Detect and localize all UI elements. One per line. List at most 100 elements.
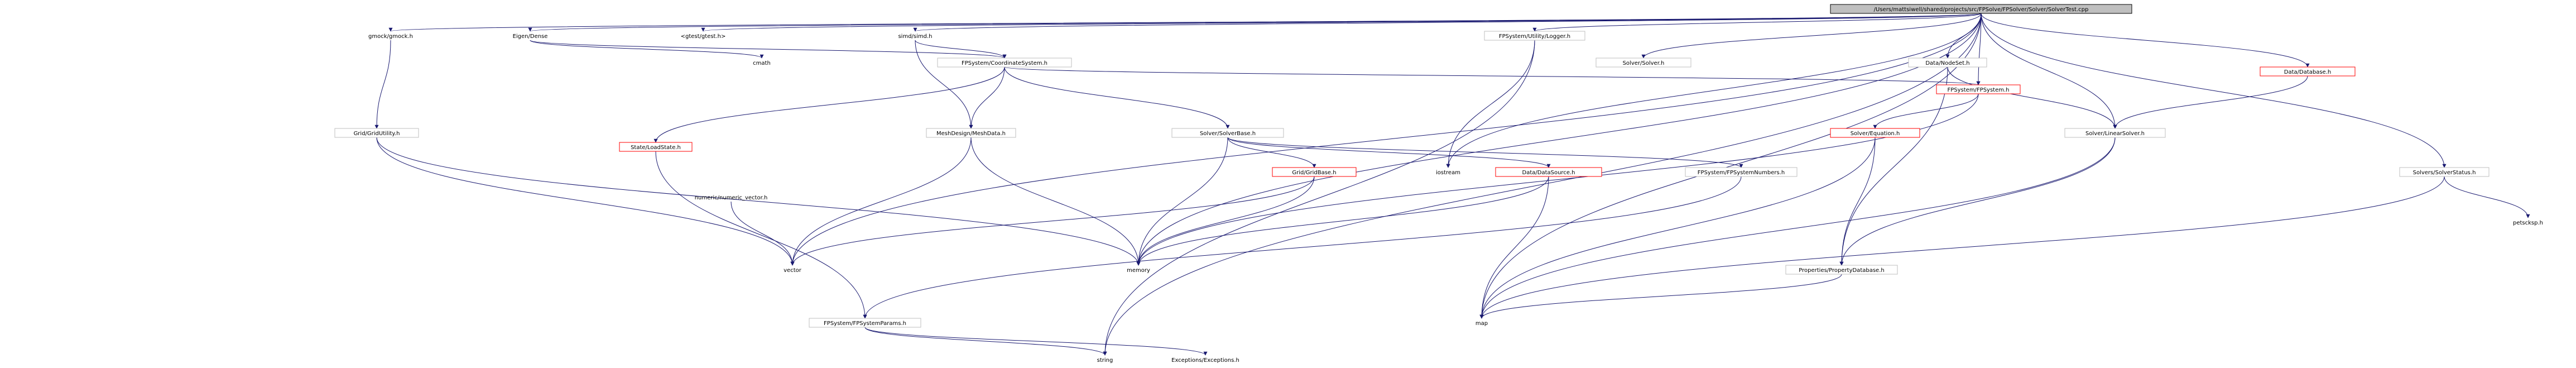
graph-node-label: Solver/SolverBase.h: [1200, 131, 1256, 137]
edge-fpsysparams-to-string_h: [864, 327, 1107, 356]
graph-node-box: [2399, 167, 2490, 177]
edge-root-to-gtest: [701, 13, 1982, 32]
edge-ecdb-to-math: [530, 40, 764, 59]
graph-node-box: [1936, 84, 2021, 94]
graph-node-fpsysparams[interactable]: FPSystem/FPSystemParams.h: [809, 318, 921, 328]
graph-node-logger[interactable]: FPSystem/Utility/Logger.h: [1484, 31, 1585, 41]
graph-node-label: FPSystem/FPSystem.h: [1947, 87, 2009, 93]
graph-node-fpsystemnums[interactable]: FPSystem/FPSystemNumbers.h: [1685, 167, 1798, 177]
edge-gridutil-to-memory: [376, 137, 1141, 266]
graph-node-ccsys[interactable]: FPSystem/CoordinateSystem.h: [937, 58, 1072, 68]
edge-root-to-map: [1479, 13, 1982, 319]
graph-node-label: numeric/numeric_vector.h: [695, 195, 768, 201]
graph-node-gridutil[interactable]: Grid/GridUtility.h: [334, 128, 419, 138]
graph-node-label: Solver/LinearSolver.h: [2085, 131, 2145, 137]
graph-node-simdpp[interactable]: simd/simd.h: [871, 31, 960, 40]
graph-edges: [374, 13, 2530, 356]
edge-meshdata-to-memory: [970, 137, 1141, 266]
edge-root-to-database: [1981, 13, 2310, 68]
graph-node-label: cmath: [753, 60, 771, 66]
graph-node-ecdb[interactable]: Eigen/Dense: [486, 31, 575, 40]
graph-node-label: FPSystem/Utility/Logger.h: [1499, 34, 1570, 40]
edge-gridbase-to-vector: [790, 176, 1315, 266]
edge-root-to-ecdb: [528, 13, 1982, 32]
edge-solvstat-to-petsc: [2444, 176, 2530, 218]
graph-node-box: [937, 58, 1072, 68]
edge-root-to-vector: [790, 13, 1982, 266]
graph-node-meshdata[interactable]: MeshDesign/MeshData.h: [926, 128, 1016, 138]
graph-node-label: string: [1097, 357, 1113, 364]
edge-ccsys-to-fpsys: [1004, 66, 1980, 85]
graph-node-box: [1495, 167, 1602, 177]
graph-node-label: /Users/mattsiwell/shared/projects/src/FP…: [1874, 7, 2089, 13]
graph-node-exceptions[interactable]: Exceptions/Exceptions.h: [1161, 355, 1250, 364]
graph-node-numvec[interactable]: numeric/numeric_vector.h: [686, 193, 776, 202]
edge-solverbase-to-datasource: [1227, 137, 1551, 168]
edge-logger-to-string_h: [1103, 40, 1535, 356]
graph-node-box: [1595, 58, 1691, 68]
edge-ecdb-to-ccsys: [530, 40, 1007, 59]
graph-node-math[interactable]: cmath: [737, 58, 787, 67]
graph-node-box: [1908, 58, 1987, 68]
graph-node-loadstate[interactable]: State/LoadState.h: [619, 142, 693, 152]
graph-node-property[interactable]: Properties/PropertyDatabase.h: [1785, 265, 1898, 275]
graph-node-eqsolver[interactable]: Solver/Equation.h: [1830, 128, 1920, 138]
graph-node-box: [1785, 265, 1898, 275]
graph-node-memory[interactable]: memory: [1122, 265, 1155, 274]
graph-node-nodeset[interactable]: Data/NodeSet.h: [1908, 58, 1987, 68]
edge-fpsysparams-to-exceptions: [864, 327, 1208, 356]
graph-node-solver_h[interactable]: Solver/Solver.h: [1595, 58, 1691, 68]
edge-ccsys-to-solverbase: [1004, 66, 1230, 129]
graph-node-gtest[interactable]: <gtest/gtest.h>: [670, 31, 737, 40]
graph-node-label: Grid/GridBase.h: [1292, 170, 1336, 176]
edge-solverbase-to-memory: [1136, 137, 1228, 266]
graph-node-label: Properties/PropertyDatabase.h: [1799, 267, 1884, 274]
edge-fpsys-to-memory: [1136, 93, 1979, 266]
graph-node-gmock[interactable]: gmock/gmock.h: [357, 31, 424, 40]
graph-node-solvstat[interactable]: Solvers/SolverStatus.h: [2399, 167, 2490, 177]
graph-node-solverbase[interactable]: Solver/SolverBase.h: [1171, 128, 1284, 138]
graph-node-linsolve[interactable]: Solver/LinearSolver.h: [2064, 128, 2166, 138]
graph-node-box: [1685, 167, 1798, 177]
graph-node-petsc[interactable]: petscksp.h: [2500, 218, 2556, 227]
graph-node-fpsys[interactable]: FPSystem/FPSystem.h: [1936, 84, 2021, 94]
graph-node-label: vector: [784, 267, 802, 274]
edge-solverbase-to-fpsystemnums: [1227, 137, 1743, 168]
graph-node-box: [1272, 167, 1357, 177]
graph-nodes: /Users/mattsiwell/shared/projects/src/FP…: [334, 4, 2556, 364]
graph-node-box: [809, 318, 921, 328]
graph-node-label: simd/simd.h: [898, 34, 932, 40]
graph-node-box: [619, 142, 693, 152]
graph-node-box: [1830, 128, 1920, 138]
graph-node-database[interactable]: Data/Database.h: [2260, 66, 2356, 77]
graph-node-label: <gtest/gtest.h>: [681, 34, 726, 40]
graph-node-datasource[interactable]: Data/DataSource.h: [1495, 167, 1602, 177]
graph-node-root[interactable]: /Users/mattsiwell/shared/projects/src/FP…: [1830, 4, 2132, 14]
graph-node-box: [2260, 66, 2356, 77]
edge-simdpp-to-ccsys: [915, 40, 1007, 59]
edge-gmock-to-gridutil: [374, 40, 391, 129]
graph-node-map[interactable]: map: [1468, 318, 1496, 327]
graph-node-string_h[interactable]: string: [1088, 355, 1122, 364]
edge-loadstate-to-fpsysparams: [655, 151, 867, 319]
graph-node-label: Data/Database.h: [2284, 69, 2331, 75]
edge-datasource-to-map: [1479, 176, 1549, 319]
graph-node-label: FPSystem/FPSystemParams.h: [824, 321, 906, 327]
edge-nodeset-to-linsolve: [1947, 66, 2117, 129]
edge-simdpp-to-meshdata: [915, 40, 973, 129]
edge-ccsys-to-loadstate: [653, 66, 1005, 143]
graph-node-label: Eigen/Dense: [513, 34, 548, 40]
edge-root-to-fpsys: [1976, 13, 1982, 85]
edge-eqsolver-to-property: [1839, 137, 1876, 266]
graph-node-gridbase[interactable]: Grid/GridBase.h: [1272, 167, 1357, 177]
graph-node-label: Data/NodeSet.h: [1925, 60, 1969, 66]
graph-node-label: Solver/Solver.h: [1623, 60, 1665, 66]
edge-nodeset-to-property: [1839, 66, 1948, 266]
graph-node-vector[interactable]: vector: [776, 265, 809, 274]
graph-node-iostream[interactable]: iostream: [1429, 168, 1468, 176]
graph-node-label: FPSystem/FPSystemNumbers.h: [1698, 170, 1785, 176]
edge-root-to-solvstat: [1981, 13, 2447, 168]
graph-node-box: [1484, 31, 1585, 41]
graph-node-box: [926, 128, 1016, 138]
